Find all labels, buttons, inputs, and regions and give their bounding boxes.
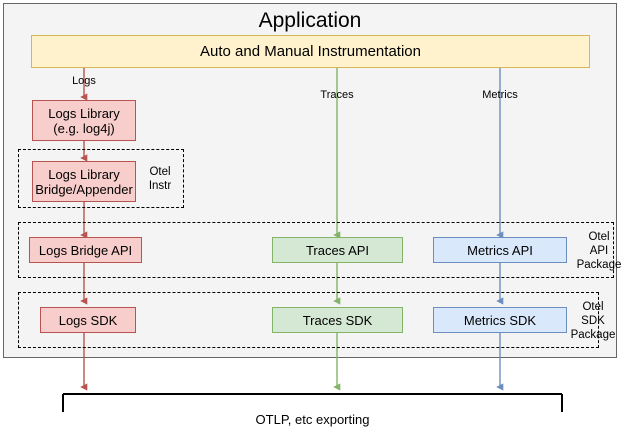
group-otel-sdk-line3: Package <box>570 329 616 341</box>
group-otel-instr <box>18 149 184 208</box>
node-logs-sdk[interactable]: Logs SDK <box>40 307 136 333</box>
node-logs-sdk-label: Logs SDK <box>58 312 118 328</box>
node-logs-bridge-line2: Bridge/Appender <box>35 181 133 197</box>
export-label-text: OTLP, etc exporting <box>255 412 370 427</box>
group-otel-instr-line2: Instr <box>148 180 172 192</box>
node-traces-api-label: Traces API <box>305 242 370 258</box>
node-logs-bridge-api-label: Logs Bridge API <box>38 242 133 258</box>
edge-label-traces: Traces <box>307 89 367 102</box>
node-logs-bridge-line1: Logs Library <box>48 166 120 182</box>
node-metrics-sdk[interactable]: Metrics SDK <box>433 307 567 333</box>
edge-label-traces-text: Traces <box>320 89 354 101</box>
group-otel-sdk-line2: SDK <box>581 315 605 327</box>
node-logs-bridge-api[interactable]: Logs Bridge API <box>29 237 142 263</box>
node-metrics-sdk-label: Metrics SDK <box>463 312 537 328</box>
edge-label-logs: Logs <box>54 75 114 88</box>
node-traces-sdk-label: Traces SDK <box>302 312 373 328</box>
node-logs-library-line2: (e.g. log4j) <box>53 120 115 136</box>
group-otel-sdk-line1: Otel <box>582 301 604 313</box>
node-logs-library[interactable]: Logs Library (e.g. log4j) <box>32 100 136 141</box>
group-otel-api-package <box>18 222 614 278</box>
node-logs-library-label: Logs Library (e.g. log4j) <box>33 106 135 136</box>
group-otel-api-line3: Package <box>576 259 622 271</box>
node-logs-library-line1: Logs Library <box>48 105 120 121</box>
node-logs-library-bridge-appender[interactable]: Logs Library Bridge/Appender <box>32 161 136 202</box>
group-otel-api-line2: API <box>589 245 609 257</box>
page-title: Application <box>258 9 362 32</box>
node-metrics-api[interactable]: Metrics API <box>433 237 567 263</box>
group-otel-api-package-label: Otel API Package <box>569 230 629 272</box>
group-otel-instr-line1: Otel <box>149 166 171 178</box>
group-otel-sdk-package <box>18 292 599 348</box>
node-traces-sdk[interactable]: Traces SDK <box>272 307 403 333</box>
export-label: OTLP, etc exporting <box>63 412 562 428</box>
edge-label-metrics-text: Metrics <box>482 89 518 101</box>
edge-label-metrics: Metrics <box>470 89 530 102</box>
auto-manual-instrumentation-bar[interactable]: Auto and Manual Instrumentation <box>31 35 590 68</box>
node-logs-library-bridge-appender-label: Logs Library Bridge/Appender <box>33 167 135 197</box>
auto-manual-instrumentation-label: Auto and Manual Instrumentation <box>200 43 421 60</box>
group-otel-instr-label: Otel Instr <box>138 165 182 193</box>
node-metrics-api-label: Metrics API <box>467 242 533 258</box>
node-traces-api[interactable]: Traces API <box>272 237 403 263</box>
group-otel-api-line1: Otel <box>588 231 610 243</box>
group-otel-sdk-package-label: Otel SDK Package <box>563 300 623 342</box>
edge-label-logs-text: Logs <box>72 75 96 87</box>
